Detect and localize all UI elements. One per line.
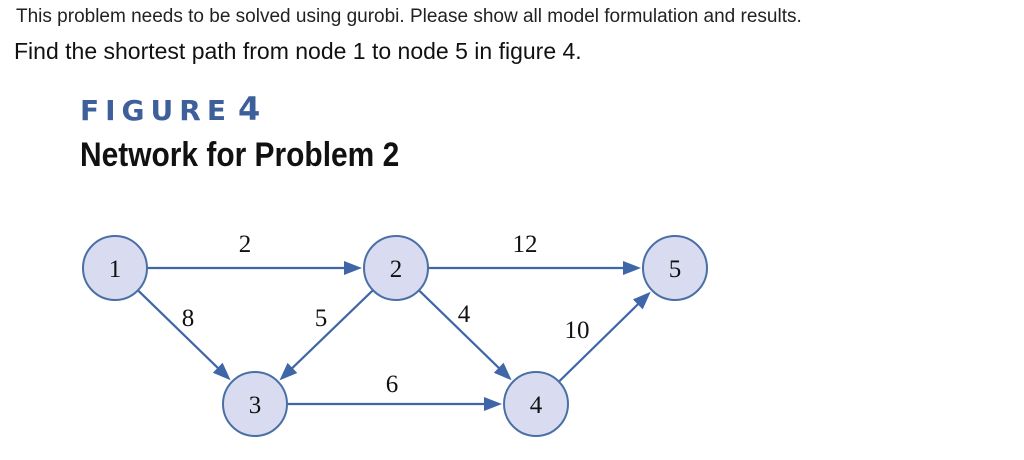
node-5: 5 [642,235,708,301]
edge-1-2: 2 [147,231,362,275]
edges-layer: 2 8 5 12 4 6 10 [137,231,651,411]
node-label: 1 [109,256,122,283]
node-1: 1 [82,235,148,301]
node-label: 5 [669,256,682,283]
arrow-head [493,362,512,381]
edge-2-3: 5 [279,289,374,381]
arrow-head [212,362,231,381]
node-2: 2 [363,235,429,301]
edge-line [558,302,641,383]
edge-2-4: 4 [418,289,512,381]
edge-line [290,289,374,371]
problem-instruction: This problem needs to be solved using gu… [16,6,802,27]
figure-label-number: 4 [237,90,261,128]
node-circle [82,235,148,301]
edge-weight-label: 12 [513,231,538,258]
arrow-head [279,362,298,381]
arrow-head [623,261,641,275]
edge-line [418,289,501,370]
figure-title: Network for Problem 2 [80,136,400,174]
figure-label-word: FIGURE [80,94,232,127]
edge-weight-label: 8 [182,305,195,332]
edge-weight-label: 4 [458,301,471,328]
edge-weight-label: 2 [239,231,252,258]
node-label: 4 [530,392,543,419]
edge-line [137,289,220,370]
edge-4-5: 10 [558,291,651,383]
node-circle [222,371,288,437]
node-circle [363,235,429,301]
nodes-layer: 1 2 3 4 5 [82,235,708,437]
node-label: 2 [390,256,403,283]
edge-1-3: 8 [137,289,231,381]
arrow-head [484,397,502,411]
arrow-head [344,261,362,275]
node-circle [503,371,569,437]
node-3: 3 [222,371,288,437]
node-4: 4 [503,371,569,437]
node-circle [642,235,708,301]
node-label: 3 [249,392,262,419]
arrow-head [632,291,651,310]
edge-weight-label: 6 [386,371,399,398]
edge-weight-label: 5 [315,305,328,332]
problem-question: Find the shortest path from node 1 to no… [14,38,582,64]
edge-3-4: 6 [287,371,502,411]
edge-2-5: 12 [428,231,641,275]
edge-weight-label: 10 [565,317,590,344]
